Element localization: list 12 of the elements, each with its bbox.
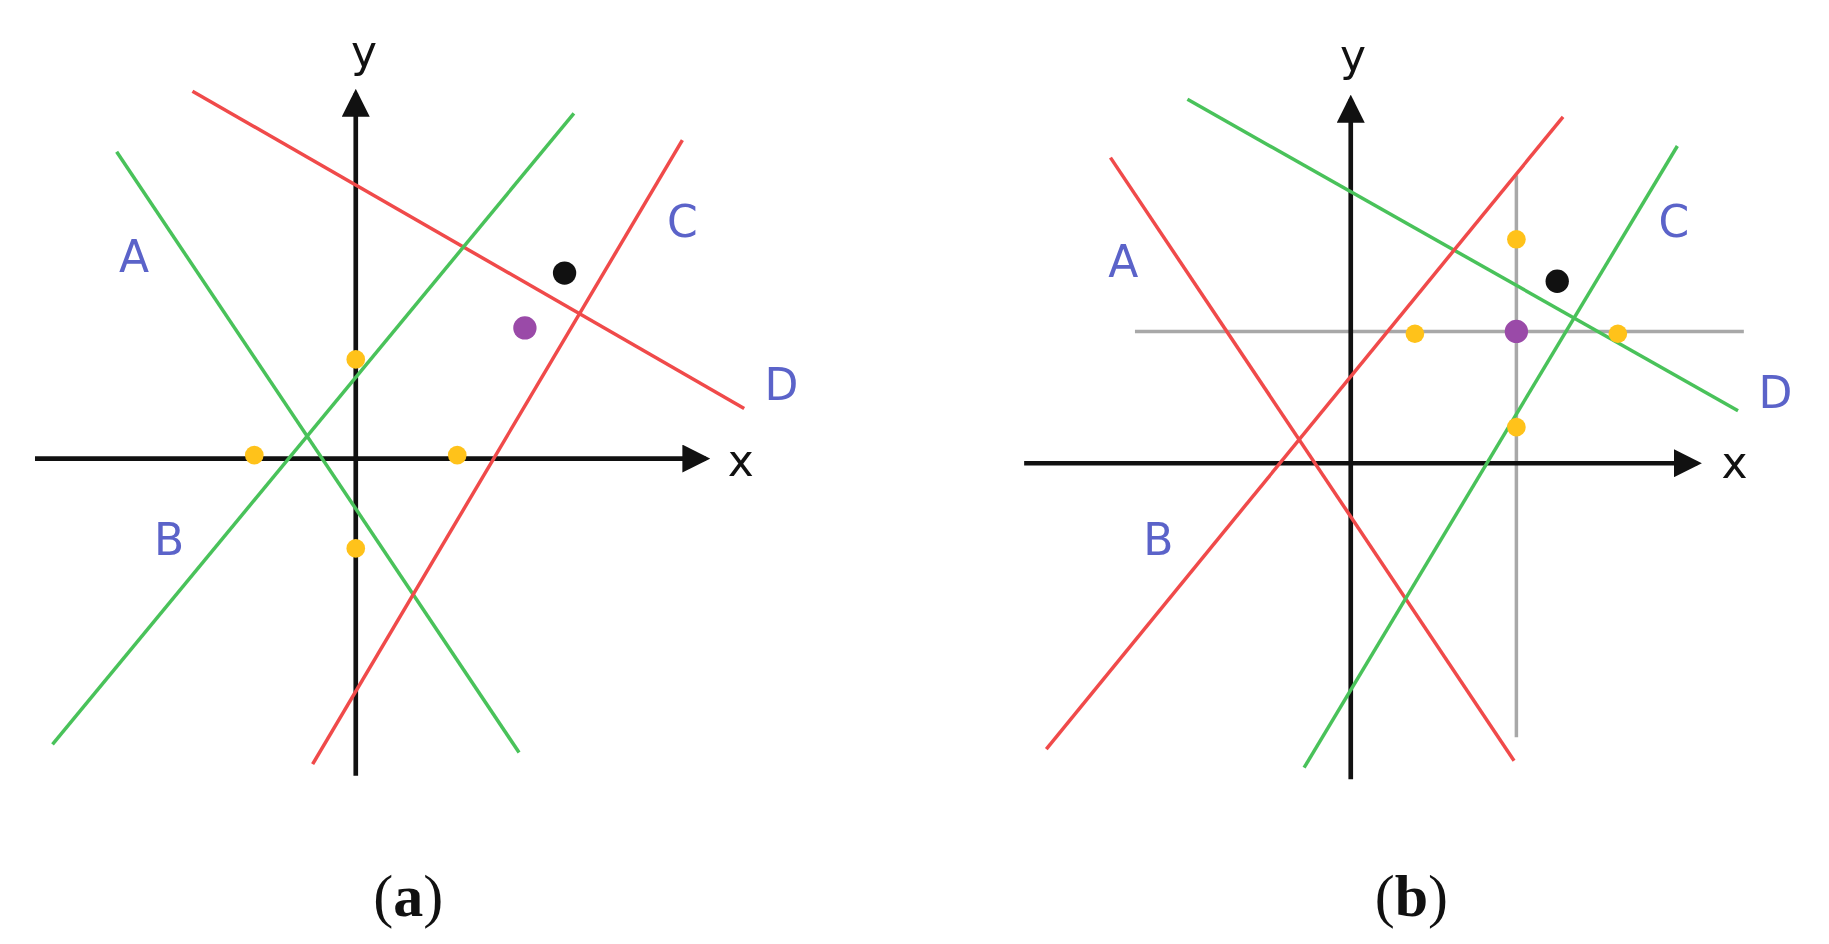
line-label: C: [1658, 199, 1690, 244]
line-label: D: [1758, 371, 1793, 416]
line-label: B: [1143, 518, 1174, 563]
axis-label: y: [350, 30, 377, 75]
line-label: A: [119, 234, 150, 279]
line-label: D: [764, 362, 799, 407]
line-label: A: [1108, 240, 1139, 285]
axis-label: y: [1340, 34, 1367, 78]
line-label: B: [154, 518, 185, 563]
axis-label: x: [727, 438, 754, 483]
axis-label: x: [1721, 441, 1748, 486]
line-label: C: [667, 199, 698, 244]
